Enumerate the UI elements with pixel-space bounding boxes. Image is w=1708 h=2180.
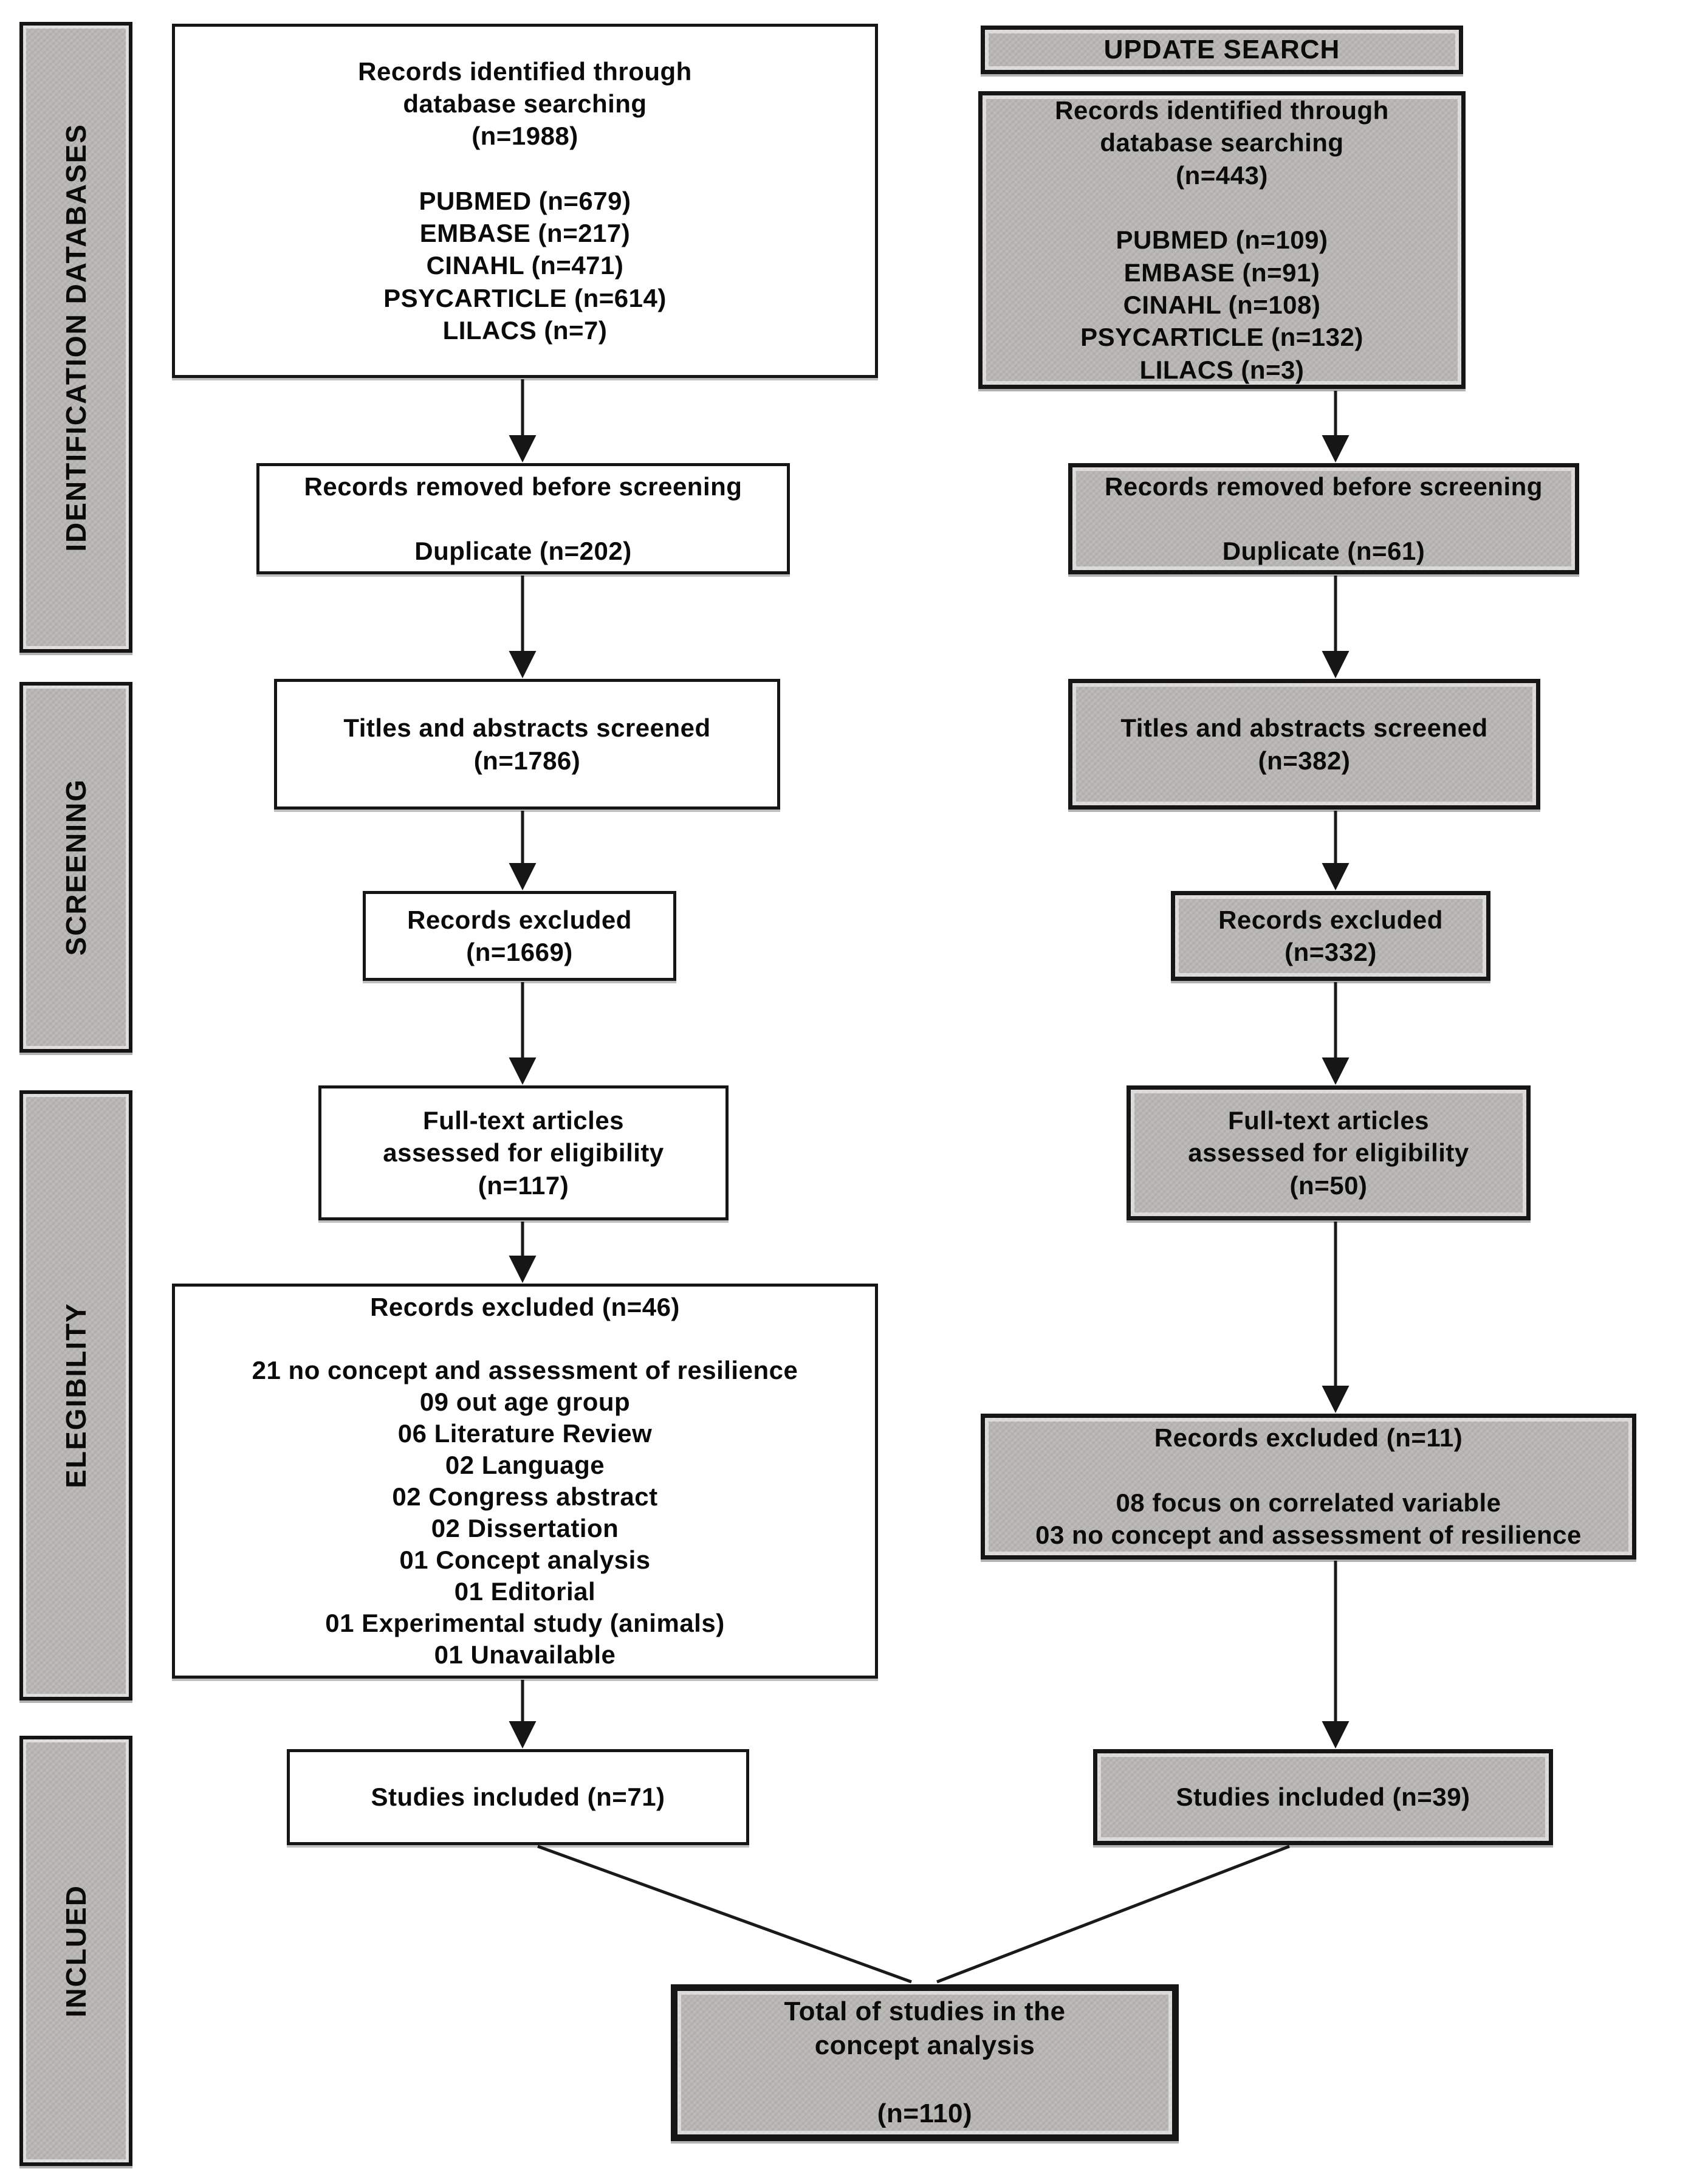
box-records-excluded-screening-initial: Records excluded (n=1669) — [363, 891, 676, 981]
sidebar-eligibility-label: ELEGIBILITY — [60, 1302, 92, 1488]
box-records-removed-initial: Records removed before screening Duplica… — [256, 463, 790, 574]
box-fulltext-assessed-update: Full-text articles assessed for eligibil… — [1127, 1085, 1531, 1220]
connector-update-included-to-total — [936, 1845, 1290, 1984]
sidebar-identification-label: IDENTIFICATION DATABASES — [60, 123, 92, 552]
sidebar-section-identification: IDENTIFICATION DATABASES — [19, 22, 132, 653]
sidebar-included-label: INCLUED — [60, 1884, 92, 2018]
box-records-excluded-eligibility-initial: Records excluded (n=46) 21 no concept an… — [172, 1284, 878, 1679]
box-studies-included-initial: Studies included (n=71) — [287, 1749, 749, 1845]
box-records-identified-update: Records identified through database sear… — [978, 91, 1466, 389]
update-search-header: UPDATE SEARCH — [981, 26, 1463, 74]
box-records-identified-initial: Records identified through database sear… — [172, 24, 878, 378]
box-titles-screened-update: Titles and abstracts screened (n=382) — [1068, 679, 1540, 810]
sidebar-screening-label: SCREENING — [60, 779, 92, 956]
connector-initial-included-to-total — [537, 1845, 912, 1984]
box-total-studies: Total of studies in the concept analysis… — [671, 1984, 1179, 2141]
box-records-excluded-eligibility-update: Records excluded (n=11) 08 focus on corr… — [981, 1414, 1636, 1559]
sidebar-section-screening: SCREENING — [19, 682, 132, 1053]
box-records-removed-update: Records removed before screening Duplica… — [1068, 463, 1579, 574]
sidebar-section-included: INCLUED — [19, 1736, 132, 2166]
box-records-excluded-screening-update: Records excluded (n=332) — [1171, 891, 1490, 981]
sidebar-section-eligibility: ELEGIBILITY — [19, 1090, 132, 1700]
box-titles-screened-initial: Titles and abstracts screened (n=1786) — [274, 679, 780, 810]
box-fulltext-assessed-initial: Full-text articles assessed for eligibil… — [318, 1085, 729, 1220]
box-studies-included-update: Studies included (n=39) — [1093, 1749, 1553, 1845]
